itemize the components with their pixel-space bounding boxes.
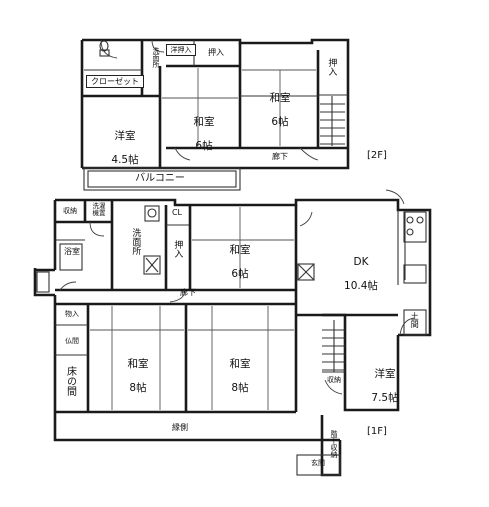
label-western-room-4-5-2f: 洋室 4.5帖 bbox=[100, 118, 150, 166]
label-washroom-2f: 洗面所 bbox=[152, 47, 160, 68]
label-washitsu-8-right-1f: 和室 8帖 bbox=[218, 346, 262, 394]
label-storage-stair-1f: 収納 bbox=[327, 376, 341, 384]
room-size: 4.5帖 bbox=[111, 154, 139, 167]
label-engawa-1f: 縁側 bbox=[172, 423, 188, 432]
label-under-stairs-1f: 階下収納 bbox=[330, 430, 339, 458]
label-entrance-1f: 玄関 bbox=[311, 459, 325, 467]
label-bath-1f: 浴室 bbox=[64, 247, 80, 256]
room-name: 和室 bbox=[193, 116, 215, 129]
room-name: 和室 bbox=[269, 92, 291, 105]
label-washitsu-6-left-2f: 和室 6帖 bbox=[182, 104, 226, 152]
floor-marker-1f: [1F] bbox=[367, 426, 387, 437]
room-size: 6帖 bbox=[231, 268, 249, 281]
label-closet-2f: クローゼット bbox=[86, 75, 144, 89]
label-balcony-2f: バルコニー bbox=[135, 173, 185, 184]
room-size: 6帖 bbox=[195, 140, 213, 153]
label-doma-1f: 土間 bbox=[410, 312, 420, 328]
label-washer-space-1f: 洗濯 機置 bbox=[92, 202, 106, 218]
room-size: 8帖 bbox=[129, 382, 147, 395]
label-oshiire-mid-1f: 押入 bbox=[172, 240, 183, 258]
label-corridor-2f: 廊下 bbox=[272, 152, 288, 161]
room-name: 和室 bbox=[127, 358, 149, 371]
first-floor-walls bbox=[33, 189, 432, 477]
room-size: 6帖 bbox=[271, 116, 289, 129]
room-name: 洋室 bbox=[114, 130, 136, 143]
label-washitsu-6-right-2f: 和室 6帖 bbox=[258, 80, 302, 128]
room-size: 7.5帖 bbox=[371, 392, 399, 405]
label-tokonoma-1f: 床の間 bbox=[64, 366, 76, 396]
floor-marker-2f: [2F] bbox=[367, 150, 387, 161]
label-washroom-1f: 洗面所 bbox=[130, 228, 141, 255]
label-oshiire-left-1f: 物入 bbox=[65, 310, 79, 318]
room-name: DK bbox=[353, 256, 369, 269]
label-butsuma-1f: 仏間 bbox=[65, 337, 79, 345]
second-floor-walls bbox=[80, 38, 350, 191]
label-closet-cl-1f: CL bbox=[171, 208, 183, 217]
room-name: 洋室 bbox=[374, 368, 396, 381]
room-name: 和室 bbox=[229, 244, 251, 257]
room-size: 10.4帖 bbox=[344, 280, 378, 293]
label-corridor-1f: 廊下 bbox=[180, 288, 196, 297]
label-washitsu-6-1f: 和室 6帖 bbox=[218, 232, 262, 280]
label-washitsu-8-left-1f: 和室 8帖 bbox=[116, 346, 160, 394]
label-western-room-7-5-1f: 洋室 7.5帖 bbox=[360, 356, 410, 404]
label-oshiire-top-2f: 押入 bbox=[208, 48, 224, 57]
label-storage-top-1f: 収納 bbox=[63, 207, 77, 215]
label-oshiire-right-2f: 押入 bbox=[326, 58, 337, 76]
label-western-closet-2f: 洋押入 bbox=[166, 44, 196, 57]
label-dk-1f: DK 10.4帖 bbox=[336, 244, 386, 292]
room-size: 8帖 bbox=[231, 382, 249, 395]
room-name: 和室 bbox=[229, 358, 251, 371]
